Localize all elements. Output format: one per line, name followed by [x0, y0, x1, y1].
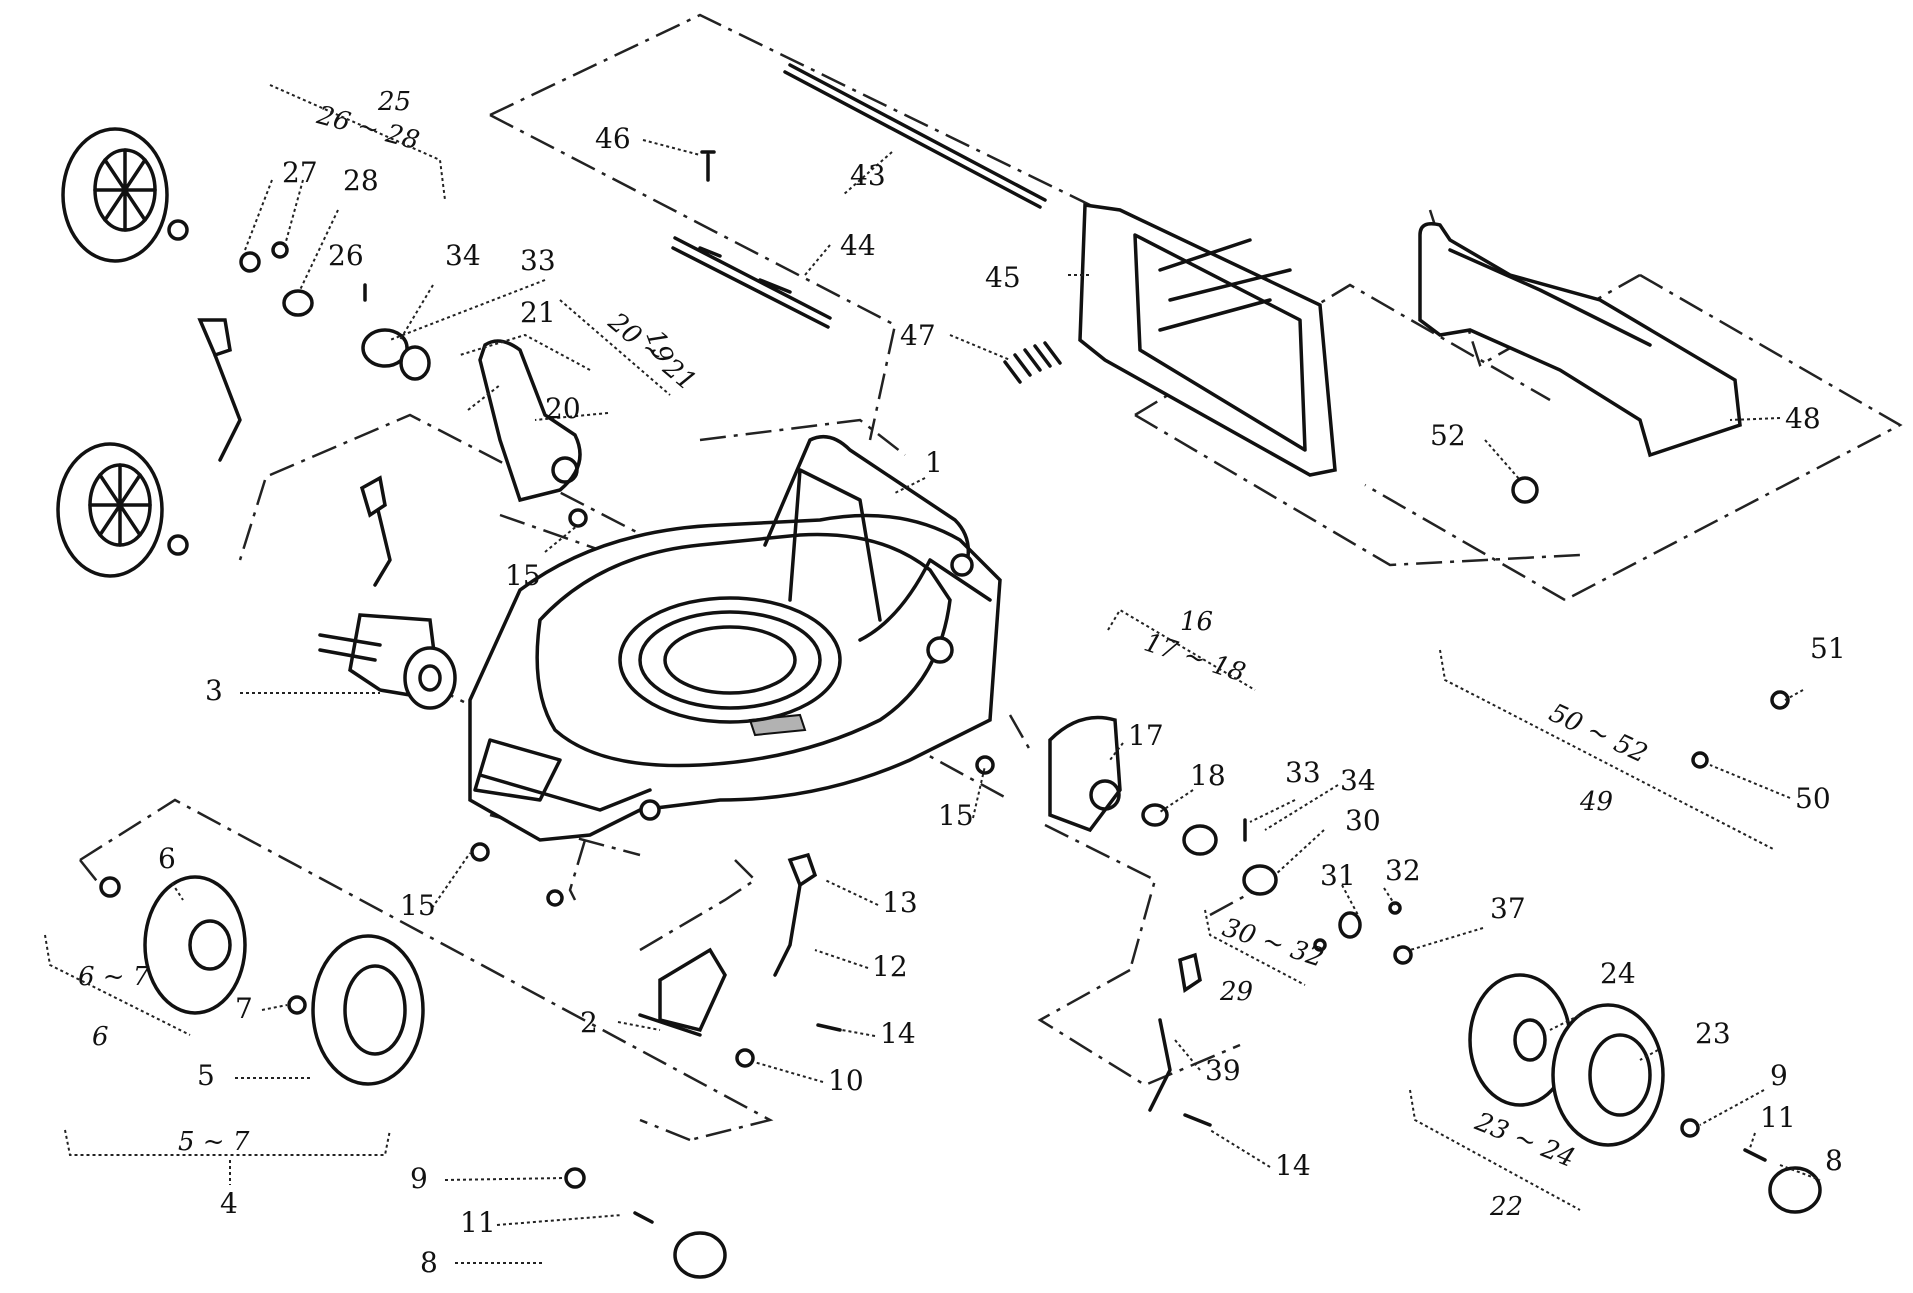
label-part-15-bottom: 15 — [400, 889, 436, 922]
label-part-28: 28 — [343, 164, 379, 197]
side-bracket-part — [1048, 715, 1122, 833]
label-part-4: 4 — [220, 1187, 238, 1220]
mower-deck-part — [468, 434, 1002, 842]
label-part-48: 48 — [1785, 402, 1821, 435]
label-part-26: 26 — [328, 239, 364, 272]
label-part-23: 23 — [1695, 1017, 1731, 1050]
label-part-27: 27 — [282, 156, 318, 189]
label-part-7: 7 — [235, 992, 253, 1025]
label-part-32: 32 — [1385, 854, 1421, 887]
label-part-18: 18 — [1190, 759, 1226, 792]
label-part-21: 21 — [520, 296, 556, 329]
label-part-51: 51 — [1810, 632, 1846, 665]
label-part-8-right: 8 — [1825, 1144, 1843, 1177]
leader-lines — [171, 139, 1821, 1264]
group-brackets — [44, 84, 1776, 1211]
label-part-10: 10 — [828, 1064, 864, 1097]
label-part-16: 16 — [1180, 607, 1213, 637]
label-part-52: 52 — [1430, 419, 1466, 452]
label-part-13: 13 — [882, 886, 918, 919]
height-lever-part — [478, 339, 582, 503]
part-number-labels: 1 2 3 4 5 5 ~ 7 6 6 ~ 7 6 7 8 8 9 9 10 1… — [78, 87, 1846, 1279]
label-part-15-center: 15 — [938, 799, 974, 832]
label-part-47: 47 — [900, 319, 936, 352]
label-part-49: 49 — [1579, 787, 1613, 817]
label-part-11-right: 11 — [1760, 1101, 1796, 1134]
label-group-6-7: 6 ~ 7 — [78, 962, 150, 992]
front-wheel-part — [99, 875, 425, 1086]
label-part-31: 31 — [1320, 859, 1356, 892]
label-part-50: 50 — [1795, 782, 1831, 815]
label-part-46: 46 — [595, 122, 631, 155]
rear-flap-part — [1078, 202, 1337, 477]
label-part-45: 45 — [985, 261, 1021, 294]
label-part-37: 37 — [1490, 892, 1526, 925]
label-part-14-left: 14 — [880, 1017, 916, 1050]
label-part-2: 2 — [580, 1006, 598, 1039]
label-part-20: 20 — [545, 392, 581, 425]
label-part-22: 22 — [1489, 1192, 1523, 1222]
bolt-50-part — [1691, 751, 1709, 769]
label-part-30: 30 — [1345, 804, 1381, 837]
label-part-25: 25 — [377, 87, 411, 117]
handle-tube-part — [783, 63, 1047, 209]
label-part-34-right: 34 — [1340, 764, 1376, 797]
label-part-15-top: 15 — [505, 559, 541, 592]
label-part-33-right: 33 — [1285, 756, 1321, 789]
front-right-wheel-part — [1468, 973, 1665, 1147]
spring-part — [1003, 341, 1062, 384]
label-group-20-21: 20 ~ 21 — [602, 307, 702, 398]
label-part-44: 44 — [840, 229, 876, 262]
parts — [56, 63, 1822, 1279]
cross-rod-part — [671, 236, 832, 329]
label-part-17: 17 — [1128, 719, 1164, 752]
bolt-46-part — [700, 150, 716, 182]
label-part-12: 12 — [872, 950, 908, 983]
label-part-9-right: 9 — [1770, 1059, 1788, 1092]
label-part-11-left: 11 — [460, 1206, 496, 1239]
label-part-43: 43 — [850, 159, 886, 192]
label-part-34-left: 34 — [445, 239, 481, 272]
label-group-50-52: 50 ~ 52 — [1544, 698, 1651, 769]
label-part-29: 29 — [1219, 977, 1253, 1007]
front-axle-bracket-part — [658, 947, 727, 1033]
bolt-51-part — [1770, 690, 1790, 710]
label-part-6: 6 — [158, 842, 176, 875]
label-part-3: 3 — [205, 674, 223, 707]
mulching-plate-part — [1418, 222, 1742, 458]
rear-wheel-part — [56, 127, 169, 578]
label-group-30-32: 30 ~ 32 — [1219, 913, 1328, 974]
label-part-33-left: 33 — [520, 244, 556, 277]
label-part-9-left: 9 — [410, 1162, 428, 1195]
label-part-39: 39 — [1205, 1054, 1241, 1087]
label-part-14-right: 14 — [1275, 1149, 1311, 1182]
label-part-8-left: 8 — [420, 1246, 438, 1279]
rear-axle-bracket-part — [318, 613, 457, 710]
label-part-6-assembly: 6 — [92, 1022, 109, 1052]
label-group-5-7: 5 ~ 7 — [178, 1127, 250, 1157]
label-part-5: 5 — [197, 1059, 215, 1092]
label-part-24: 24 — [1600, 957, 1636, 990]
nut-52-part — [1511, 476, 1539, 504]
label-part-1: 1 — [925, 446, 943, 479]
